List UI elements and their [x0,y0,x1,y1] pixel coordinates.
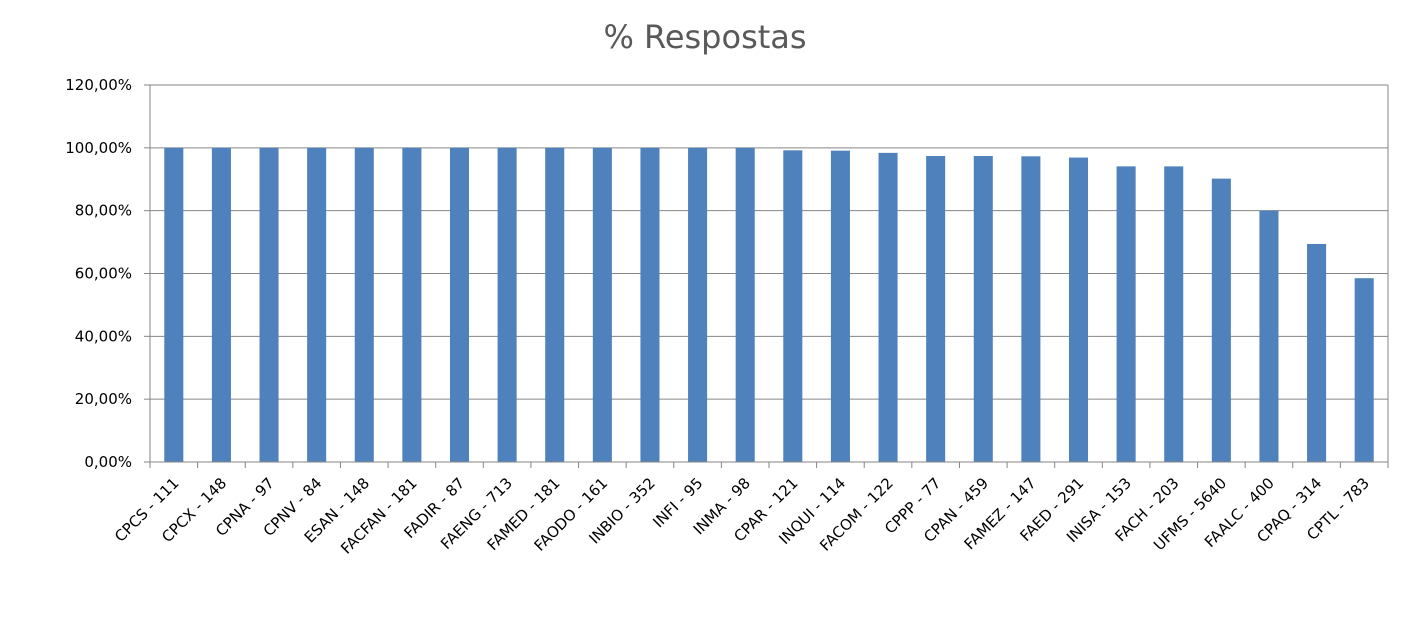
bar [545,147,565,463]
bar [735,147,755,463]
bar [688,147,708,463]
bar [1068,157,1089,462]
bar [878,152,898,463]
y-tick-label: 60,00% [75,265,132,283]
bar [973,156,993,463]
bar [449,147,470,463]
y-tick-label: 0,00% [84,453,132,471]
bar [1211,178,1231,462]
bar [830,150,850,462]
bar [164,147,184,463]
grid-layer [150,84,1388,463]
axis-layer [144,84,1389,468]
bar-layer [164,147,1374,463]
bar [354,147,374,463]
bar [1354,278,1374,462]
bar [307,147,327,463]
bar [783,150,803,462]
bar [1021,156,1041,462]
y-tick-label: 100,00% [65,139,132,157]
bar [1307,243,1327,462]
bar [640,147,660,463]
bar [1116,166,1136,462]
bar [211,147,231,463]
bar [926,156,946,463]
y-tick-label: 120,00% [65,76,132,94]
bar [497,147,517,463]
y-tick-label: 80,00% [75,202,132,220]
bar [1259,210,1279,462]
bar [1164,166,1184,462]
y-tick-label: 20,00% [75,390,132,408]
y-tick-label: 40,00% [75,327,132,345]
bar [592,147,612,463]
bar [259,147,279,463]
chart-title: % Respostas [603,18,807,56]
bar [402,147,422,463]
